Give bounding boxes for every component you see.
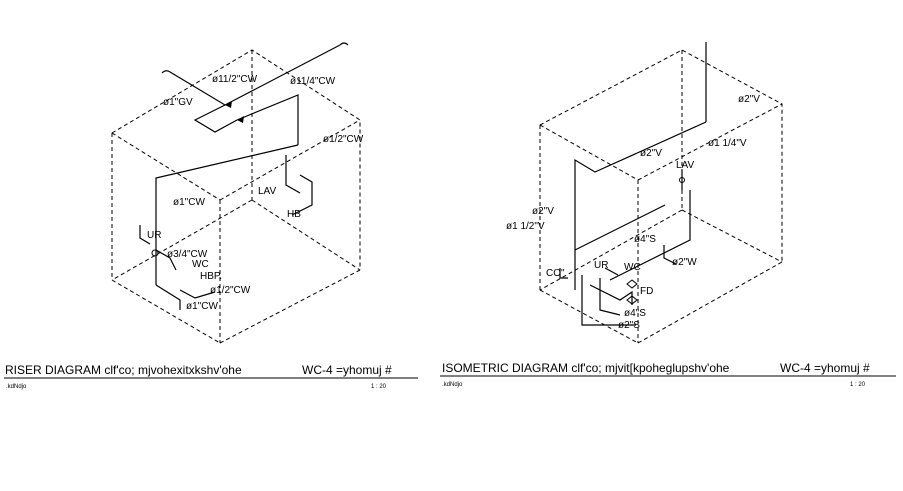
riser-label-cw-3-4: ø3/4"CW [167, 249, 208, 260]
riser-label-cw-1-2-bottom: ø1/2"CW [210, 285, 251, 296]
riser-title: RISER DIAGRAM clf'co; mjvohexitxkshv'ohe [5, 363, 242, 377]
iso-scale: 1 : 20 [850, 382, 866, 388]
riser-label-cw-1-bottom: ø1"CW [186, 301, 218, 312]
iso-label-fd: FD [640, 286, 653, 297]
riser-label-wc: WC [192, 259, 209, 270]
iso-label-co: CO" [546, 268, 565, 279]
riser-label-cw-1-2-top: ø1/2"CW [323, 134, 364, 145]
riser-label-hbp: HBP. [200, 271, 222, 282]
iso-label-wc: WC [624, 262, 641, 273]
iso-label-v2-top: ø2"V [738, 94, 760, 105]
riser-label-lav: LAV [258, 186, 276, 197]
iso-wc-ref: WC-4 =yhomuj # [780, 361, 870, 375]
iso-label-w2: ø2"W [672, 257, 697, 268]
iso-label-v1-1-4: ø1 1/4"V [708, 138, 747, 149]
riser-label-ur: UR [147, 230, 161, 241]
riser-label-gv: ø1"GV [163, 97, 193, 108]
riser-room-box [111, 49, 361, 344]
iso-label-v2-left: ø2"V [532, 206, 554, 217]
riser-wc-ref: WC-4 =yhomuj # [302, 363, 392, 377]
riser-diagram: ø11/2"CW ø11/4"CW ø1"GV ø1/2"CW LAV HB ø… [4, 42, 418, 390]
riser-subtitle: .kdNdjo [6, 384, 27, 390]
riser-label-cw-1: ø1"CW [173, 197, 205, 208]
riser-label-hb: HB [287, 209, 301, 220]
riser-label-cw-11-2: ø11/2"CW [212, 74, 258, 85]
riser-pipework [139, 42, 349, 310]
iso-pipework [559, 42, 707, 326]
riser-scale: 1 : 20 [371, 384, 387, 390]
iso-label-s4-top: ø4"S [634, 234, 656, 245]
iso-label-s2: ø2"S [618, 320, 640, 331]
iso-label-v1-1-2: ø1 1/2"V [506, 221, 545, 232]
iso-title: ISOMETRIC DIAGRAM clf'co; mjvit[kpoheglu… [442, 361, 730, 375]
iso-label-s4-bottom: ø4"S [624, 308, 646, 319]
iso-label-v2-mid: ø2"V [640, 148, 662, 159]
riser-label-cw-11-4: ø11/4"CW [290, 76, 336, 87]
iso-subtitle: .kdNdjo [442, 382, 463, 388]
iso-label-lav: LAV [676, 160, 694, 171]
isometric-diagram: ø2"V ø2"V ø1 1/4"V LAV ø2"V ø1 1/2"V ø4"… [440, 42, 896, 388]
iso-label-ur: UR [594, 260, 608, 271]
